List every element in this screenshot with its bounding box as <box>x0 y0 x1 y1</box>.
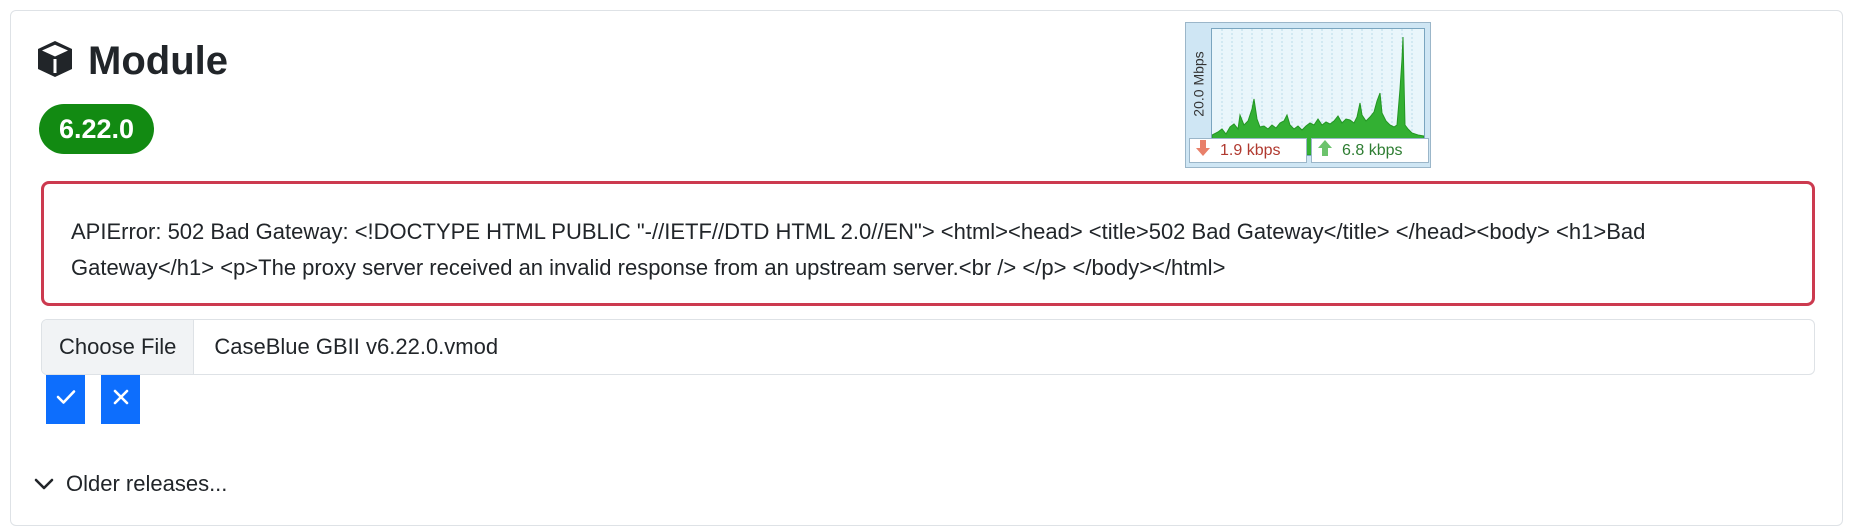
check-icon <box>56 389 76 410</box>
arrow-down-icon <box>1196 140 1210 161</box>
close-icon <box>113 389 129 410</box>
module-card <box>10 10 1843 526</box>
network-graph <box>1211 28 1425 156</box>
download-rate-value: 1.9 kbps <box>1220 141 1281 159</box>
cancel-button[interactable] <box>101 375 140 424</box>
download-rate: 1.9 kbps <box>1189 138 1307 163</box>
cube-icon <box>34 38 76 85</box>
upload-rate-value: 6.8 kbps <box>1342 141 1403 159</box>
upload-rate: 6.8 kbps <box>1311 138 1429 163</box>
choose-file-button[interactable]: Choose File <box>42 320 195 374</box>
confirm-button[interactable] <box>46 375 85 424</box>
page-title: Module <box>88 38 228 83</box>
file-input[interactable]: Choose File CaseBlue GBII v6.22.0.vmod <box>41 319 1815 375</box>
older-releases-toggle[interactable]: Older releases... <box>34 471 227 497</box>
version-badge: 6.22.0 <box>39 104 155 154</box>
error-message: APIError: 502 Bad Gateway: <!DOCTYPE HTM… <box>71 219 1646 280</box>
network-axis-label: 20.0 Mbps <box>1191 51 1207 117</box>
error-alert: APIError: 502 Bad Gateway: <!DOCTYPE HTM… <box>41 181 1815 306</box>
module-header: Module <box>34 36 228 86</box>
chevron-down-icon <box>34 471 54 497</box>
older-releases-label: Older releases... <box>66 471 228 496</box>
arrow-up-icon <box>1318 140 1332 161</box>
selected-file-name: CaseBlue GBII v6.22.0.vmod <box>214 334 499 359</box>
network-meter-widget: 20.0 Mbps 1.9 kbps <box>1185 22 1431 168</box>
